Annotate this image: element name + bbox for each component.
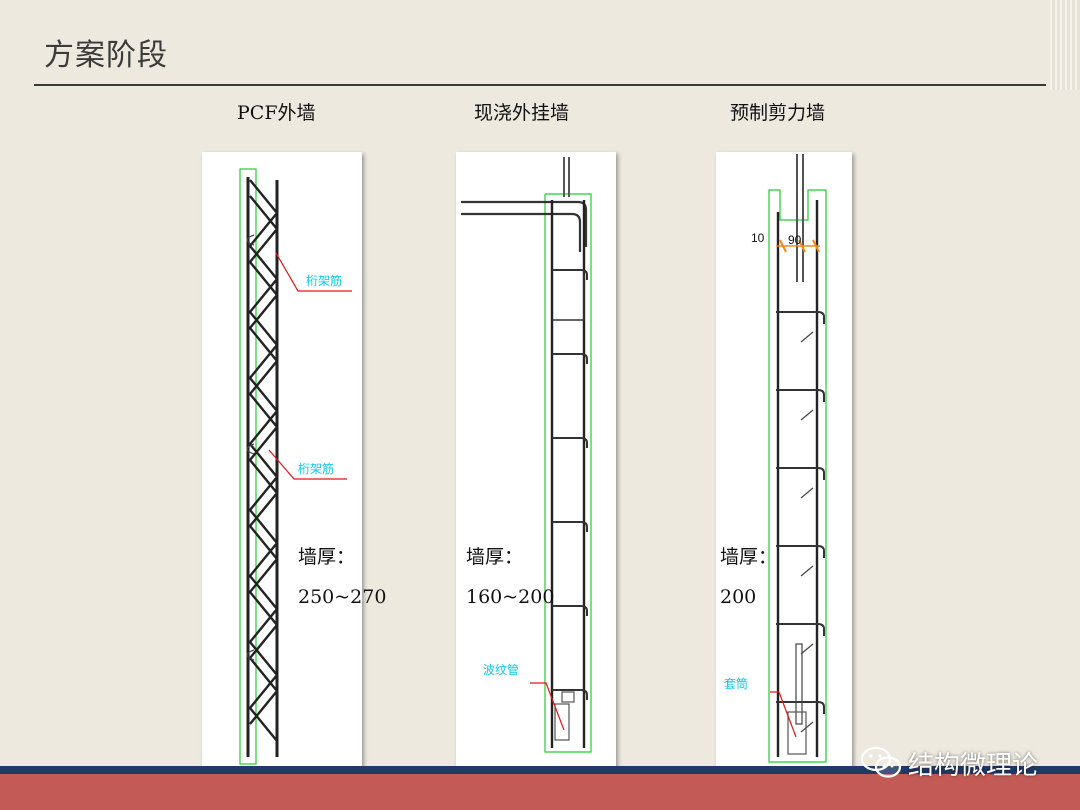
- tie-hook: [800, 565, 814, 577]
- cast-in-place-wall-drawing: 波纹管 墙厚： 160~200: [456, 152, 616, 768]
- sleeve-callout: 套筒: [724, 676, 748, 691]
- wall-outline: [768, 189, 827, 763]
- leader-line: [770, 691, 797, 738]
- truss-bars: [248, 179, 279, 742]
- wechat-icon: [860, 746, 902, 778]
- hook-mark: [246, 649, 255, 661]
- stirrup: [552, 521, 588, 532]
- hook-mark: [246, 234, 255, 246]
- stirrup: [552, 689, 588, 700]
- stirrup: [552, 353, 588, 364]
- grout-sleeve: [787, 711, 807, 755]
- cast-in-place-wall-section: 波纹管: [461, 157, 592, 753]
- footer-red-bar: [0, 774, 1080, 810]
- stirrup: [776, 545, 825, 558]
- stirrup: [776, 389, 825, 402]
- title-divider: [34, 84, 1046, 86]
- dimension-10: 10: [751, 231, 765, 245]
- pcf-wall-drawing: 桁架筋 桁架筋 墙厚： 250~270: [202, 152, 386, 768]
- wall-thickness-value: 250~270: [298, 586, 387, 608]
- cast-in-place-wall-heading: 现浇外挂墙: [474, 102, 570, 124]
- wall-thickness-value: 160~200: [466, 586, 555, 608]
- stirrups: [552, 269, 588, 700]
- tie-hook: [800, 721, 814, 733]
- stirrup: [776, 623, 825, 636]
- dimension-90: 90: [788, 233, 802, 247]
- tie-hook: [800, 643, 814, 655]
- dimension-ticks: [779, 239, 820, 253]
- hook-mark: [246, 443, 255, 455]
- stirrup: [776, 701, 825, 714]
- stirrup: [776, 311, 825, 324]
- stirrup: [552, 270, 585, 321]
- tie-hook: [800, 409, 814, 421]
- pcf-wall-heading: PCF外墙: [237, 102, 316, 124]
- slide-title: 方案阶段: [44, 38, 168, 73]
- corrugated-pipe-callout: 波纹管: [483, 662, 519, 677]
- leader-line: [530, 682, 565, 731]
- wall-thickness-label: 墙厚：: [720, 546, 778, 568]
- tie-hook: [800, 487, 814, 499]
- stirrup: [552, 605, 588, 616]
- pcf-wall-section: 桁架筋 桁架筋: [239, 168, 352, 765]
- slab-bar-bottom: [461, 212, 582, 252]
- stirrup: [552, 269, 588, 280]
- footer-navy-bar: [0, 766, 1080, 774]
- wall-outline: [544, 193, 592, 753]
- leader-line: [268, 449, 347, 480]
- tie-hook: [800, 331, 814, 343]
- truss-zigzag: [248, 195, 279, 725]
- stirrup: [552, 437, 588, 448]
- stirrups: [776, 311, 825, 733]
- pipe-cap: [561, 691, 575, 703]
- truss-zigzag: [248, 179, 279, 742]
- precast-shear-wall-section: 10 90 套筒: [724, 154, 827, 763]
- leader-line: [275, 252, 352, 292]
- watermark: 结构微理论: [860, 743, 1038, 783]
- truss-callout-1: 桁架筋: [306, 273, 342, 288]
- wall-thickness-label: 墙厚：: [298, 546, 356, 568]
- sleeve-bar: [795, 643, 803, 725]
- precast-shear-wall-heading: 预制剪力墙: [730, 102, 826, 124]
- wall-thickness-value: 200: [720, 586, 757, 608]
- decorative-stripes: [1050, 0, 1080, 90]
- stirrup: [776, 467, 825, 480]
- slab-bar-top: [461, 200, 588, 247]
- watermark-text: 结构微理论: [908, 750, 1039, 781]
- corrugated-pipe: [554, 703, 570, 741]
- precast-shear-wall-drawing: 10 90 套筒 墙厚： 200: [716, 152, 852, 768]
- wall-thickness-label: 墙厚：: [466, 546, 524, 568]
- truss-callout-2: 桁架筋: [298, 461, 334, 476]
